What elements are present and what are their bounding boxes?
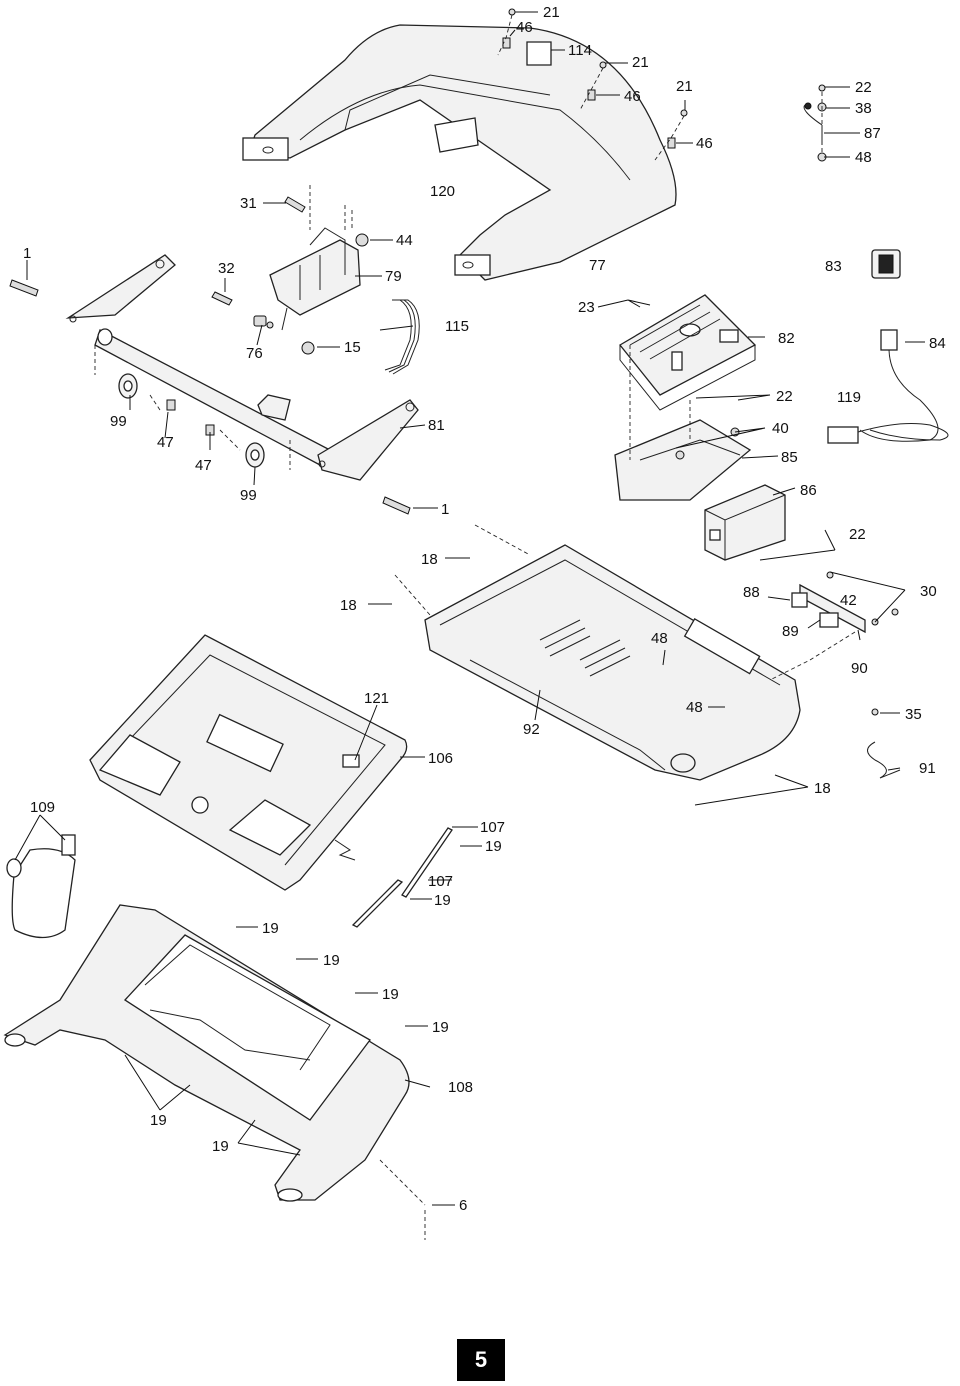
label-48: 48 — [651, 630, 668, 647]
label-87: 87 — [864, 125, 881, 142]
label-19: 19 — [485, 838, 502, 855]
label-47: 47 — [157, 434, 174, 451]
label-47: 47 — [195, 457, 212, 474]
rod-part-107 — [351, 827, 453, 928]
label-35: 35 — [905, 706, 922, 723]
page-number: 5 — [474, 1347, 488, 1372]
label-121: 121 — [364, 690, 389, 707]
label-31: 31 — [240, 195, 257, 212]
label-19: 19 — [323, 952, 340, 969]
water-bottle-part-109 — [6, 834, 76, 939]
line-filter-part-119 — [827, 423, 949, 444]
label-46: 46 — [516, 19, 533, 36]
label-86: 86 — [800, 482, 817, 499]
label-115: 115 — [445, 318, 469, 335]
label-22: 22 — [776, 388, 793, 405]
label-48: 48 — [686, 699, 703, 716]
label-106: 106 — [428, 750, 453, 767]
label-120: 120 — [430, 183, 455, 200]
capacitor-part-86 — [704, 484, 786, 561]
label-6: 6 — [459, 1197, 467, 1214]
label-85: 85 — [781, 449, 798, 466]
label-19: 19 — [432, 1019, 449, 1036]
label-38: 38 — [855, 100, 872, 117]
label-18: 18 — [814, 780, 831, 797]
label-46: 46 — [624, 88, 641, 105]
ground-wire-part-87 — [803, 84, 827, 162]
hood-fasteners — [497, 8, 688, 161]
label-19: 19 — [382, 986, 399, 1003]
front-frame-part-81 — [9, 254, 419, 515]
label-84: 84 — [929, 335, 946, 352]
label-83: 83 — [825, 258, 842, 275]
label-18: 18 — [421, 551, 438, 568]
label-79: 79 — [385, 268, 402, 285]
console-part-106 — [89, 634, 408, 891]
label-23: 23 — [578, 299, 595, 316]
label-99: 99 — [110, 413, 127, 430]
label-19: 19 — [262, 920, 279, 937]
label-30: 30 — [920, 583, 937, 600]
motor-hood-part-77 — [242, 24, 677, 281]
label-19: 19 — [150, 1112, 167, 1129]
label-44: 44 — [396, 232, 413, 249]
label-77: 77 — [589, 257, 606, 274]
label-108: 108 — [448, 1079, 473, 1096]
label-19: 19 — [212, 1138, 229, 1155]
leader-lines — [14, 11, 925, 1206]
label-1: 1 — [441, 501, 449, 518]
motor-bracket-part-79 — [211, 185, 369, 355]
label-48: 48 — [855, 149, 872, 166]
label-18: 18 — [340, 597, 357, 614]
label-92: 92 — [523, 721, 540, 738]
label-21: 21 — [676, 78, 693, 95]
label-76: 76 — [246, 345, 263, 362]
label-40: 40 — [772, 420, 789, 437]
label-114: 114 — [568, 42, 592, 59]
label-89: 89 — [782, 623, 799, 640]
part-labels: 21 46 114 21 46 21 46 22 38 87 48 31 120… — [23, 4, 946, 1214]
label-46: 46 — [696, 135, 713, 152]
switch-part-83 — [871, 249, 901, 279]
label-99: 99 — [240, 487, 257, 504]
label-82: 82 — [778, 330, 795, 347]
label-81: 81 — [428, 417, 445, 434]
page-number-badge: 5 — [457, 1339, 505, 1381]
label-107: 107 — [428, 873, 453, 890]
label-15: 15 — [344, 339, 361, 356]
label-32: 32 — [218, 260, 235, 277]
base-tray-part-92 — [394, 524, 801, 781]
controller-board-part-82 — [619, 294, 757, 411]
label-19: 19 — [434, 892, 451, 909]
label-21: 21 — [632, 54, 649, 71]
label-42: 42 — [840, 592, 857, 609]
label-22: 22 — [849, 526, 866, 543]
label-119: 119 — [837, 389, 861, 406]
label-88: 88 — [743, 584, 760, 601]
ground-wire-part-91 — [867, 708, 901, 779]
label-22: 22 — [855, 79, 872, 96]
label-91: 91 — [919, 760, 936, 777]
bracket-part-90 — [769, 571, 899, 681]
label-90: 90 — [851, 660, 868, 677]
label-1: 1 — [23, 245, 31, 262]
wire-harness-part-115 — [384, 299, 420, 375]
label-109: 109 — [30, 799, 55, 816]
upright-base-part-108 — [3, 904, 426, 1240]
label-107: 107 — [480, 819, 505, 836]
label-21: 21 — [543, 4, 560, 21]
